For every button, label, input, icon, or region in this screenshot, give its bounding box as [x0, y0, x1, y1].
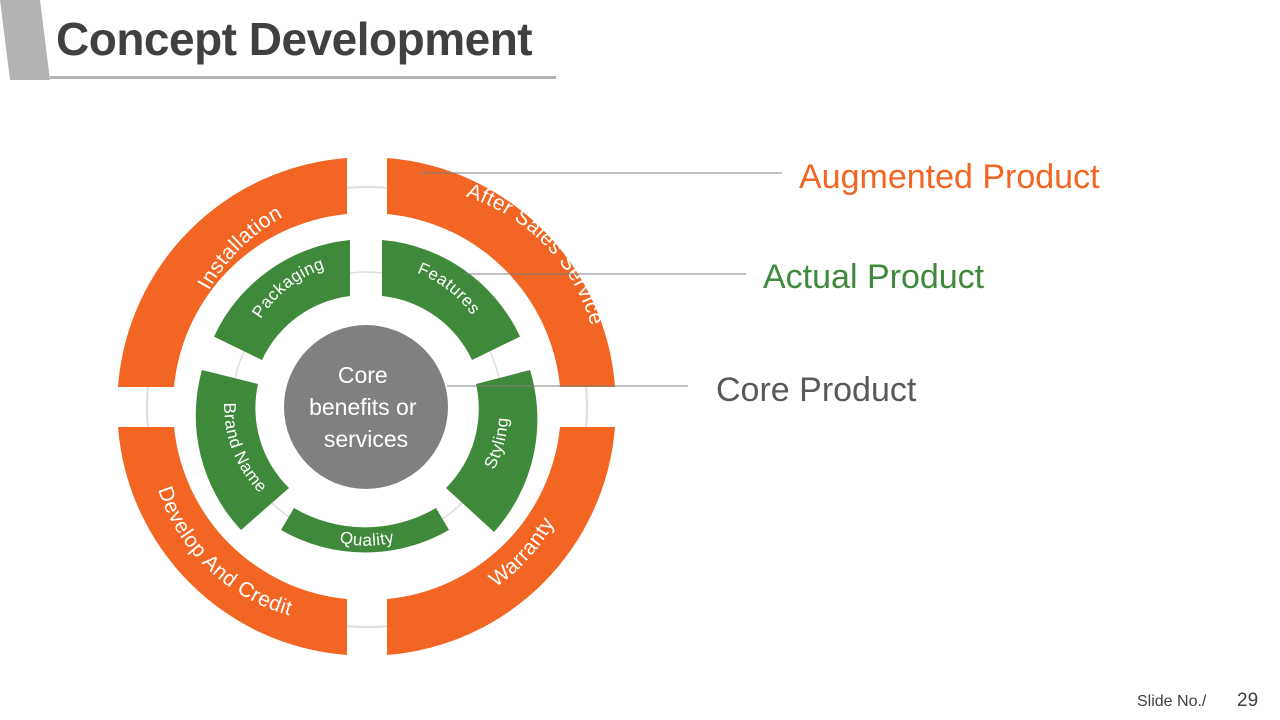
- page-title: Concept Development: [56, 13, 533, 65]
- middle-segment-quality: [281, 508, 449, 553]
- middle-segment-features: [382, 240, 520, 360]
- core-text-line-1: Core: [338, 362, 388, 388]
- outer-segment-after-sales-service: [387, 158, 615, 387]
- actual-product-label: Actual Product: [763, 258, 985, 296]
- slide-number-label: Slide No./: [1137, 693, 1207, 710]
- outer-segment-develop-and-credit: [118, 427, 347, 655]
- core-text: Core benefits or services: [309, 362, 423, 452]
- middle-ring: [195, 240, 538, 553]
- core-text-line-2: benefits or: [309, 394, 417, 420]
- core-circle: [284, 325, 448, 489]
- outer-segment-warranty: [387, 427, 615, 655]
- guide-circle: [146, 186, 588, 628]
- middle-segment-packaging: [214, 240, 350, 360]
- slide-number: 29: [1237, 690, 1259, 711]
- middle-segment-brand-name: [195, 370, 289, 530]
- outer-ring: [118, 158, 615, 655]
- title-underline: [50, 76, 556, 79]
- outer-segment-installation: [118, 158, 347, 387]
- middle-segment-styling: [446, 370, 538, 532]
- core-product-label: Core Product: [716, 371, 917, 409]
- middle-label-quality: Quality: [338, 528, 396, 550]
- core-text-line-3: services: [324, 426, 408, 452]
- augmented-product-label: Augmented Product: [799, 158, 1100, 196]
- middle-label-quality-path: Quality: [338, 528, 395, 550]
